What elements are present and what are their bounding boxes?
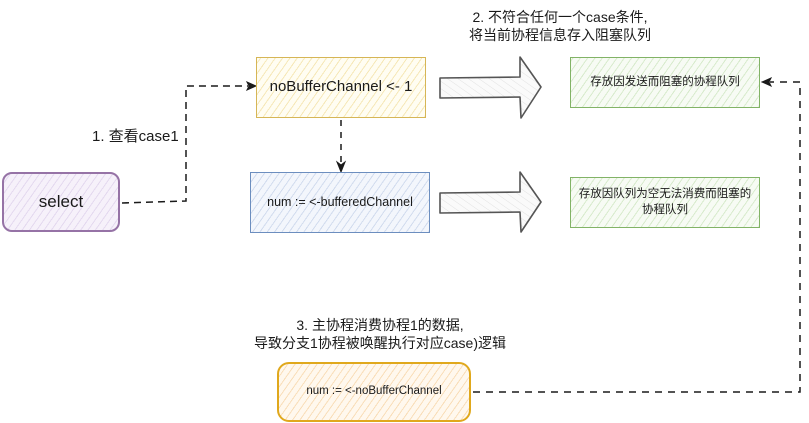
recv-queue-node[interactable]: 存放因队列为空无法消费而阻塞的协程队列 xyxy=(570,177,760,228)
select-node[interactable]: select xyxy=(2,172,120,232)
consume-node[interactable]: num := <-noBufferChannel xyxy=(277,362,471,422)
arrowhead-icon xyxy=(335,160,347,174)
step1-annotation: 1. 查看case1 xyxy=(92,128,179,145)
send-queue-node[interactable]: 存放因发送而阻塞的协程队列 xyxy=(570,57,760,108)
send-case-node[interactable]: noBufferChannel <- 1 xyxy=(256,57,426,118)
block-arrow-recv xyxy=(439,171,542,233)
edge-select-to-send-case xyxy=(121,80,258,204)
step2-annotation-line2: 将当前协程信息存入阻塞队列 xyxy=(469,27,651,43)
step3-annotation-line1: 3. 主协程消费协程1的数据, xyxy=(296,317,464,333)
edge-consume-to-send-queue xyxy=(473,76,801,393)
edge-send-case-to-recv-case xyxy=(335,120,347,174)
step3-annotation-line2: 导致分支1协程被唤醒执行对应case)逻辑 xyxy=(253,335,507,351)
consume-node-label: num := <-noBufferChannel xyxy=(306,385,442,398)
recv-case-node[interactable]: num := <-bufferedChannel xyxy=(250,172,430,233)
block-arrow-send xyxy=(439,56,542,119)
arrowhead-icon xyxy=(760,76,773,88)
send-case-node-label: noBufferChannel <- 1 xyxy=(269,78,413,96)
recv-case-node-label: num := <-bufferedChannel xyxy=(267,195,413,210)
step2-annotation-line1: 2. 不符合任何一个case条件, xyxy=(472,9,648,25)
select-node-label: select xyxy=(38,191,84,211)
arrowhead-icon xyxy=(245,80,258,92)
recv-queue-node-label: 存放因队列为空无法消费而阻塞的协程队列 xyxy=(578,187,752,216)
send-queue-node-label: 存放因发送而阻塞的协程队列 xyxy=(590,75,740,88)
